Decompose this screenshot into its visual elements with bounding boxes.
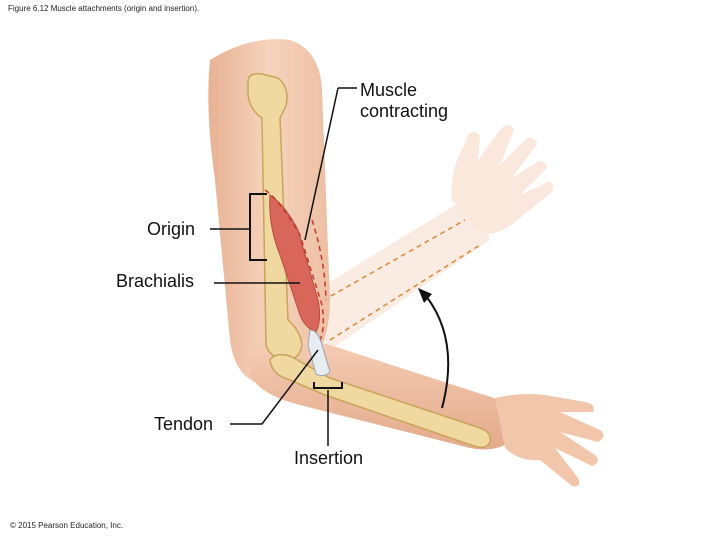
copyright-notice: © 2015 Pearson Education, Inc. [10,521,124,530]
muscle-dashed-outline [264,189,327,346]
forearm-bones [269,353,492,449]
origin-bracket [249,193,267,261]
insertion-bracket [313,382,343,389]
extended-hand [495,394,604,487]
tendon-label: Tendon [154,414,214,434]
tendon [307,329,331,377]
raised-forearm-dashed-outline [314,219,481,341]
insertion-label: Insertion [294,448,364,468]
muscle-contracting-label: Muscle contracting [360,80,449,121]
flexion-arrowhead [418,288,432,303]
tendon-leader [230,349,319,425]
raised-hand [451,125,554,234]
flexion-arrow [425,295,450,409]
brachialis-label: Brachialis [116,271,195,291]
figure-caption: Figure 6.12 Muscle attachments (origin a… [8,4,200,13]
origin-label: Origin [147,219,196,239]
raised-forearm-ghost [300,125,554,350]
